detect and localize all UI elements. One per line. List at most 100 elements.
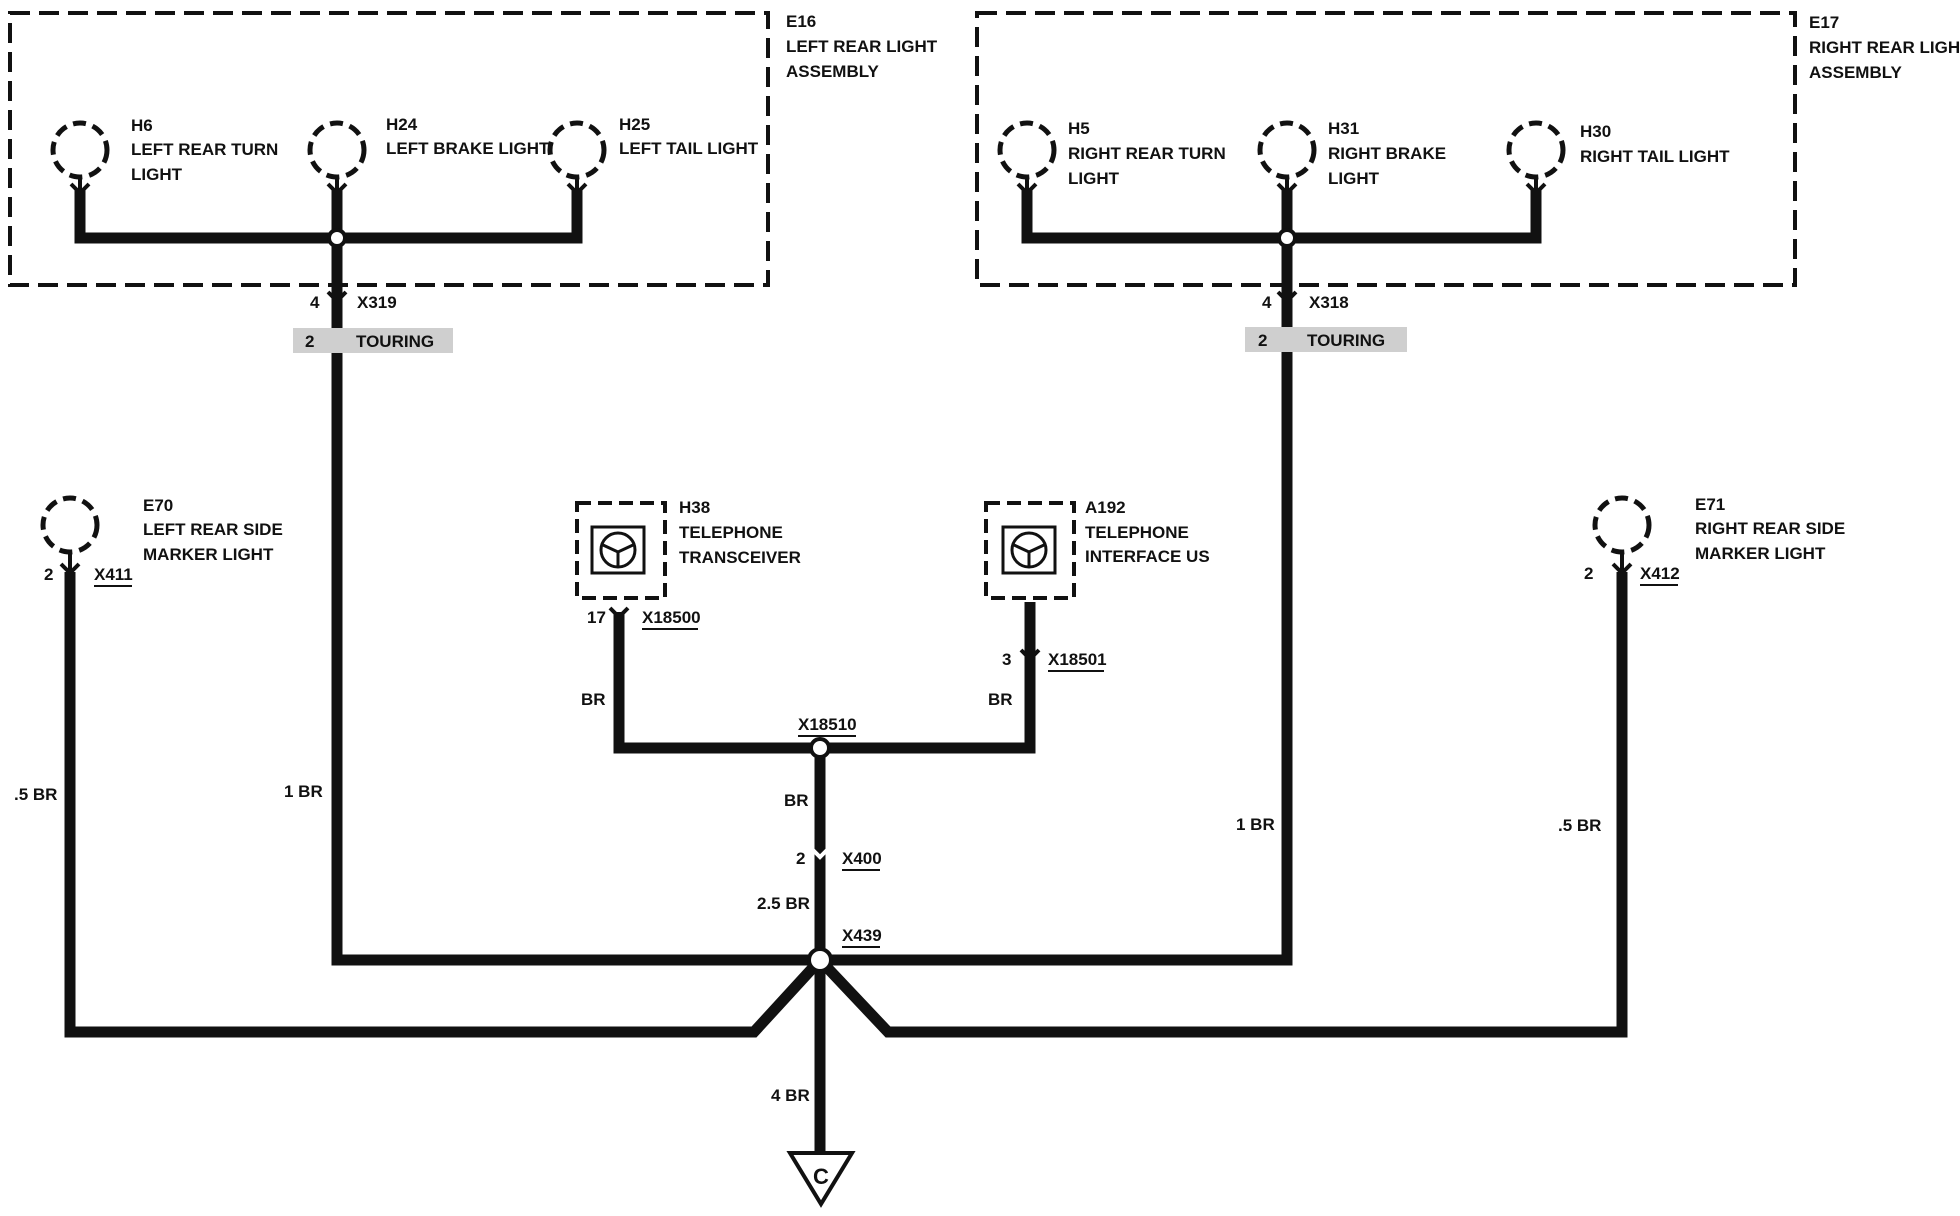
h6-ref: H6 [131,116,153,135]
x319-name: X319 [357,293,397,312]
lamp-icon [1592,495,1652,555]
h31-ref: H31 [1328,119,1359,138]
touring-note-left: 2 TOURING [293,328,453,353]
connector-arrow-icon [326,290,348,304]
touring-left-label: TOURING [356,332,434,351]
terminal-arrow-icon [608,606,630,620]
splice-left-assembly [327,228,347,248]
connector-x319: 4 X319 [310,290,397,312]
wire-left-assembly-bus [74,190,583,244]
bulb-h6: H6 LEFT REAR TURN LIGHT [50,116,278,196]
bulb-h25: H25 LEFT TAIL LIGHT [547,115,759,196]
h38-line1: TELEPHONE [679,523,783,542]
h31-line2: LIGHT [1328,169,1380,188]
h31-line1: RIGHT BRAKE [1328,144,1446,163]
h38-line2: TRANSCEIVER [679,548,801,567]
touring-left-pin: 2 [305,332,314,351]
a192-line2: INTERFACE US [1085,547,1210,566]
x18510-name: X18510 [798,715,857,734]
x18501-name: X18501 [1048,650,1107,669]
right-assembly-title-line1: RIGHT REAR LIGHT [1809,38,1960,57]
x318-name: X318 [1309,293,1349,312]
terminal-arrow-icon [1276,177,1298,196]
wire-label-trunk-upper: BR [784,791,809,810]
e70-ref: E70 [143,496,173,515]
h5-ref: H5 [1068,119,1090,138]
h25-ref: H25 [619,115,650,134]
x18501-pin: 3 [1002,650,1011,669]
bulb-h30: H30 RIGHT TAIL LIGHT [1506,120,1730,196]
wire-label-right-marker: .5 BR [1558,816,1601,835]
lamp-icon [997,120,1057,180]
a192-line1: TELEPHONE [1085,523,1189,542]
terminal-arrow-icon [566,177,588,196]
wire-label-right-assembly: 1 BR [1236,815,1275,834]
left-rear-light-assembly-box [8,11,770,287]
wire-label-ground-feed: 4 BR [771,1086,810,1105]
terminal-arrow-icon [1019,648,1041,662]
h25-line1: LEFT TAIL LIGHT [619,139,759,158]
x400-pin: 2 [796,849,805,868]
wire-label-trunk-mid: 2.5 BR [757,894,810,913]
terminal-arrow-icon [1016,177,1038,196]
h30-line1: RIGHT TAIL LIGHT [1580,147,1730,166]
wire-left-assembly-feed [331,238,820,966]
right-assembly-title-line2: ASSEMBLY [1809,63,1903,82]
e71-line2: MARKER LIGHT [1695,544,1826,563]
right-rear-light-assembly-box [975,11,1797,287]
lamp-icon [50,120,110,180]
lamp-icon [1506,120,1566,180]
left-assembly-title-line1: LEFT REAR LIGHT [786,37,938,56]
connector-x318: 4 X318 [1262,290,1349,312]
ground-label: C [813,1164,829,1189]
wire-label-left-assembly: 1 BR [284,782,323,801]
splice-right-assembly [1277,228,1297,248]
x411-name: X411 [94,565,133,584]
e70-line1: LEFT REAR SIDE [143,520,283,539]
h24-ref: H24 [386,115,418,134]
lamp-icon [40,495,100,555]
bulb-h24: H24 LEFT BRAKE LIGHT [307,115,550,196]
a192-box [984,501,1076,600]
h38-ref: H38 [679,498,710,517]
wire-right-assembly-feed [820,238,1293,966]
x318-pin: 4 [1262,293,1272,312]
right-assembly-ref: E17 [1809,13,1839,32]
h38-box [575,501,667,600]
h24-line1: LEFT BRAKE LIGHT [386,139,550,158]
connector-arrow-icon [1276,290,1298,304]
steering-wheel-spokes [602,543,634,567]
left-assembly-ref: E16 [786,12,816,31]
touring-highlight [293,328,453,353]
h5-line1: RIGHT REAR TURN [1068,144,1226,163]
h5-line2: LIGHT [1068,169,1120,188]
wire-left-marker-feed [64,572,825,1038]
splice-x439 [807,947,833,973]
lamp-icon [307,120,367,180]
wire-label-a192: BR [988,690,1013,709]
x319-pin: 4 [310,293,320,312]
x18500-pin: 17 [587,608,606,627]
connector-x400-arrow-icon [809,846,831,860]
wire-right-marker-feed [816,572,1628,1038]
h6-line1: LEFT REAR TURN [131,140,278,159]
module-h38: H38 TELEPHONE TRANSCEIVER 17 X18500 [575,498,801,630]
module-a192: A192 TELEPHONE INTERFACE US 3 X18501 [984,498,1210,672]
touring-right-pin: 2 [1258,331,1267,350]
x412-pin: 2 [1584,564,1593,583]
x18500-name: X18500 [642,608,701,627]
e71-ref: E71 [1695,495,1725,514]
terminal-arrow-icon [1611,552,1633,576]
terminal-arrow-icon [1525,177,1547,196]
bulb-h31: H31 RIGHT BRAKE LIGHT [1257,119,1446,196]
steering-wheel-spokes [1013,543,1045,567]
ground-triangle-icon [786,1151,856,1208]
h30-ref: H30 [1580,122,1611,141]
x439-name: X439 [842,926,882,945]
e70-line2: MARKER LIGHT [143,545,274,564]
x411-pin: 2 [44,565,53,584]
x400-name: X400 [842,849,882,868]
ground-c: C [786,1151,856,1208]
terminal-arrow-icon [69,177,91,196]
